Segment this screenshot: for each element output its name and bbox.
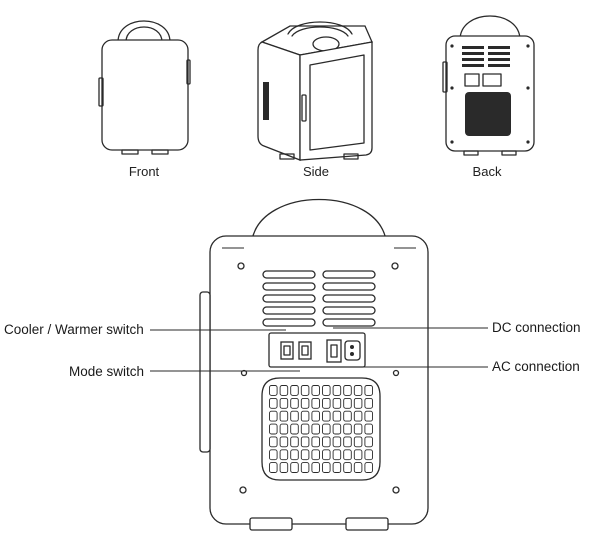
- grille-cell: [353, 410, 363, 422]
- grille-cell: [322, 449, 331, 461]
- grille-cell: [332, 436, 342, 448]
- grille-cell: [322, 410, 331, 422]
- grille-cell: [332, 385, 342, 396]
- grille-cell: [353, 436, 363, 448]
- grille-cell: [290, 410, 299, 422]
- grille-cell: [343, 397, 352, 409]
- grille-cell: [300, 449, 310, 461]
- screws: [237, 262, 400, 494]
- grille-cell: [322, 423, 331, 435]
- grille-cell: [269, 410, 278, 422]
- grille-cell: [343, 462, 352, 473]
- grille-cell: [290, 397, 299, 409]
- side-bumper: [199, 291, 211, 453]
- grille-cell: [332, 410, 342, 422]
- grille-cell: [290, 449, 299, 461]
- grille-cell: [343, 385, 352, 396]
- grille-cell: [300, 423, 310, 435]
- grille-cell: [269, 397, 278, 409]
- grille-cell: [353, 385, 363, 396]
- side-view-fridge: [257, 21, 373, 161]
- grille-cell: [269, 423, 278, 435]
- back-view-fridge-small: [442, 15, 535, 156]
- grille-cell: [311, 449, 320, 461]
- grille-cell: [364, 423, 373, 435]
- grille-cell: [364, 397, 373, 409]
- vent-slots: [262, 270, 376, 327]
- grille-cell: [290, 462, 299, 473]
- grille-cell: [343, 436, 352, 448]
- cooler-warmer-switch-label: Cooler / Warmer switch: [4, 322, 144, 337]
- grille-cell: [322, 385, 331, 396]
- grille-cell: [364, 449, 373, 461]
- grille-cell: [290, 385, 299, 396]
- ac-connection-label: AC connection: [492, 359, 580, 374]
- back-view-label: Back: [472, 164, 502, 179]
- grille-cell: [322, 436, 331, 448]
- grille-cell: [343, 423, 352, 435]
- grille-cell: [322, 397, 331, 409]
- grille-cell: [311, 397, 320, 409]
- grille-cell: [300, 410, 310, 422]
- grille-cell: [311, 385, 320, 396]
- side-view-label: Side: [302, 164, 330, 179]
- grille-cell: [300, 436, 310, 448]
- grille-cell: [290, 436, 299, 448]
- grille-cell: [279, 449, 289, 461]
- grille-cell: [279, 423, 289, 435]
- grille-cell: [279, 397, 289, 409]
- grille-cell: [311, 410, 320, 422]
- grille-cell: [311, 462, 320, 473]
- grille-cell: [311, 436, 320, 448]
- grille-cell: [311, 423, 320, 435]
- mode-switch-label: Mode switch: [69, 364, 145, 379]
- grille-cell: [353, 397, 363, 409]
- grille-cell: [343, 449, 352, 461]
- grille-cell: [343, 410, 352, 422]
- grille-cell: [279, 436, 289, 448]
- grille-cell: [364, 436, 373, 448]
- front-view-fridge: [98, 20, 191, 155]
- dc-connection-label: DC connection: [492, 320, 581, 335]
- grille-cell: [353, 423, 363, 435]
- grille-cell: [353, 449, 363, 461]
- grille-cell: [290, 423, 299, 435]
- top-dome: [251, 199, 387, 241]
- grille-cell: [300, 385, 310, 396]
- callout-lines: [150, 327, 488, 372]
- grille-cell: [332, 449, 342, 461]
- grille-cell: [364, 385, 373, 396]
- grille-cell: [300, 397, 310, 409]
- grille-cell: [332, 462, 342, 473]
- grille-cell: [269, 385, 278, 396]
- grille-cell: [332, 423, 342, 435]
- grille-cell: [269, 449, 278, 461]
- grille-cell: [332, 397, 342, 409]
- grille-cell: [269, 462, 278, 473]
- grille-cell: [364, 410, 373, 422]
- large-back-view-fridge: [199, 199, 429, 531]
- front-view-label: Front: [128, 164, 160, 179]
- grille-cell: [269, 436, 278, 448]
- grille-cell: [364, 462, 373, 473]
- grille-cell: [279, 385, 289, 396]
- grille-cell: [279, 410, 289, 422]
- grille-cell: [279, 462, 289, 473]
- grille-cell: [353, 462, 363, 473]
- grille-cell: [322, 462, 331, 473]
- fan-grille: [261, 377, 381, 481]
- switch-panel: [268, 332, 366, 368]
- grille-cell: [300, 462, 310, 473]
